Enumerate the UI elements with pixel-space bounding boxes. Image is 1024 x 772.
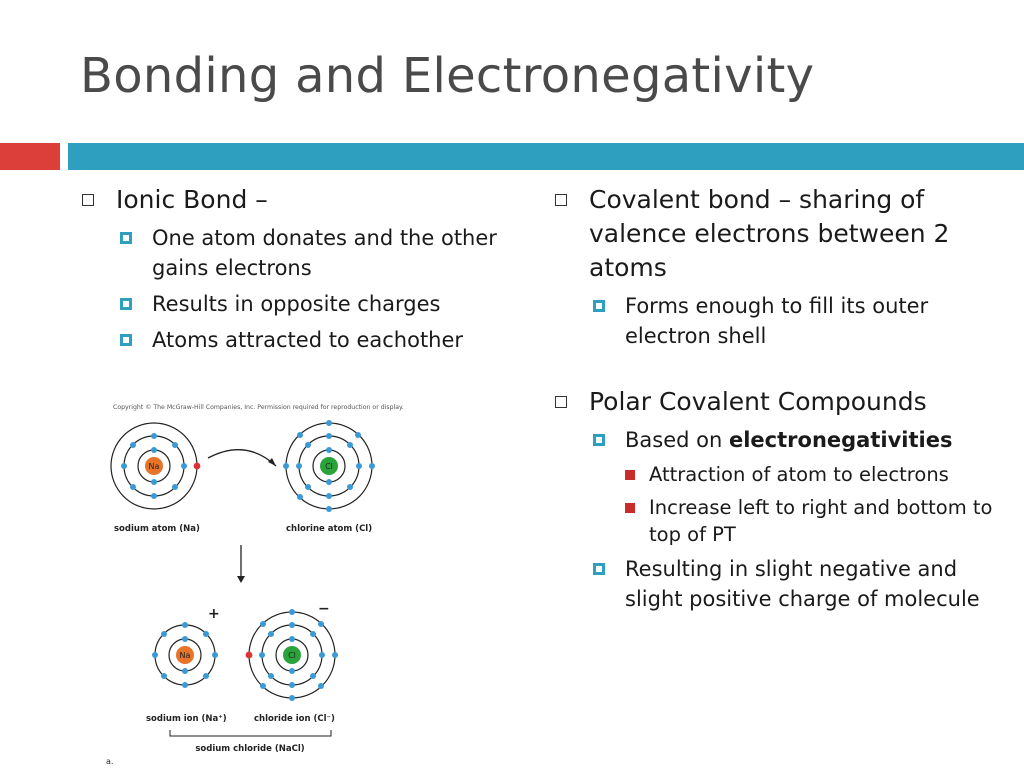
sub-bullet: Results in opposite charges xyxy=(118,289,512,319)
covalent-point-text: Forms enough to fill its outer electron … xyxy=(625,294,929,348)
transfer-arrow-icon xyxy=(207,449,277,467)
sodium-atom: Na xyxy=(110,422,201,510)
blue-square-bullet-icon xyxy=(120,232,132,244)
bullet-covalent-bond: Covalent bond – sharing of valence elect… xyxy=(555,183,1015,285)
ionic-point-text: Results in opposite charges xyxy=(152,292,441,316)
blue-square-bullet-icon xyxy=(593,300,605,312)
ionic-point-text: One atom donates and the other gains ele… xyxy=(152,226,497,280)
header-accent-blue xyxy=(68,143,1024,170)
na-symbol: Na xyxy=(149,462,160,471)
polar-subpoint-text: Increase left to right and bottom to top… xyxy=(649,496,993,546)
chloride-ion: Cl xyxy=(245,609,338,701)
chlorine-nucleus-icon xyxy=(283,646,301,664)
sub-bullet: Forms enough to fill its outer electron … xyxy=(591,291,1015,351)
sub-bullet: Resulting in slight negative and slight … xyxy=(591,554,1015,614)
na-symbol: Na xyxy=(180,651,191,660)
slide-title: Bonding and Electronegativity xyxy=(80,48,815,104)
polar-subpoint-text: Attraction of atom to electrons xyxy=(649,463,949,486)
red-square-bullet-icon xyxy=(625,470,635,480)
compound-label: sodium chloride (NaCl) xyxy=(195,744,304,754)
positive-charge-sign: + xyxy=(208,606,220,622)
cl-symbol: Cl xyxy=(325,462,333,471)
right-column: Covalent bond – sharing of valence elect… xyxy=(555,183,1015,614)
sub-bullet: One atom donates and the other gains ele… xyxy=(118,223,512,283)
sub-sub-bullet: Attraction of atom to electrons xyxy=(623,461,1015,488)
blue-square-bullet-icon xyxy=(120,334,132,346)
arrowhead-icon xyxy=(268,458,276,466)
ionic-bond-heading: Ionic Bond – xyxy=(116,185,268,214)
sodium-atom-label: sodium atom (Na) xyxy=(114,524,200,534)
bullet-polar-covalent: Polar Covalent Compounds xyxy=(555,385,1015,419)
sodium-ion: Na xyxy=(152,622,218,688)
polar-heading: Polar Covalent Compounds xyxy=(589,387,927,416)
based-on-prefix: Based on xyxy=(625,428,729,452)
blue-square-bullet-icon xyxy=(593,563,605,575)
hollow-square-bullet-icon xyxy=(82,194,94,206)
left-column: Ionic Bond – One atom donates and the ot… xyxy=(82,183,512,355)
gained-electron-icon xyxy=(245,651,253,659)
copyright-notice: Copyright © The McGraw-Hill Companies, I… xyxy=(113,403,404,411)
arrowhead-icon xyxy=(237,576,245,583)
chloride-ion-label: chloride ion (Cl⁻) xyxy=(254,714,335,724)
polar-result-text: Resulting in slight negative and slight … xyxy=(625,557,980,611)
sub-sub-bullet: Increase left to right and bottom to top… xyxy=(623,494,1015,548)
sub-bullet: Atoms attracted to eachother xyxy=(118,325,512,355)
covalent-heading: Covalent bond – sharing of valence elect… xyxy=(589,185,950,282)
hollow-square-bullet-icon xyxy=(555,396,567,408)
electronegativities-term: electronegativities xyxy=(728,428,953,452)
sodium-ion-label: sodium ion (Na⁺) xyxy=(146,714,227,724)
panel-label: a. xyxy=(106,757,113,766)
ionic-point-text: Atoms attracted to eachother xyxy=(152,328,464,352)
chlorine-nucleus-icon xyxy=(320,457,338,475)
blue-square-bullet-icon xyxy=(593,434,605,446)
sodium-nucleus-icon xyxy=(176,646,194,664)
header-accent-red xyxy=(0,143,60,170)
ionic-bond-diagram: Copyright © The McGraw-Hill Companies, I… xyxy=(96,400,410,768)
sodium-nucleus-icon xyxy=(145,457,163,475)
chlorine-atom-label: chlorine atom (Cl) xyxy=(286,524,372,534)
bullet-ionic-bond: Ionic Bond – xyxy=(82,183,512,217)
compound-bracket xyxy=(169,730,332,737)
blue-square-bullet-icon xyxy=(120,298,132,310)
hollow-square-bullet-icon xyxy=(555,194,567,206)
cl-symbol: Cl xyxy=(288,651,296,660)
sub-bullet: Based on electronegativities xyxy=(591,425,1015,455)
red-square-bullet-icon xyxy=(625,503,635,513)
negative-charge-sign: − xyxy=(318,601,330,617)
transferred-electron-icon xyxy=(193,462,201,470)
chlorine-atom: Cl xyxy=(283,420,375,512)
